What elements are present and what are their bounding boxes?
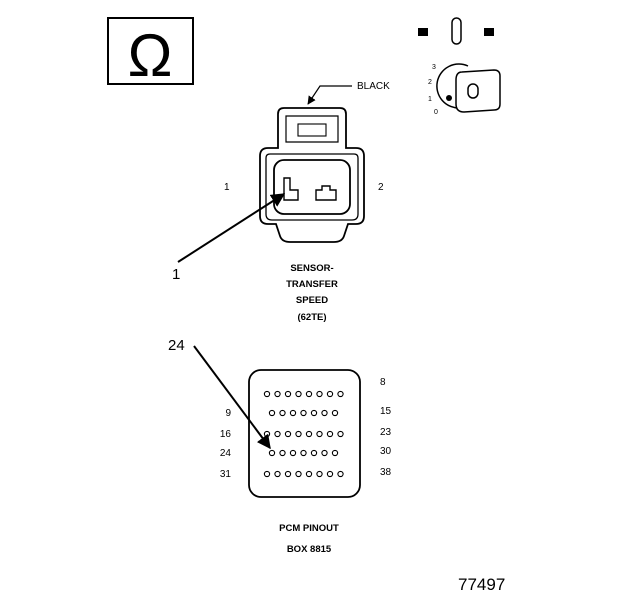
callout-24-label: 24 (168, 337, 185, 354)
pcm-pin (274, 470, 281, 478)
pcm-pin (263, 390, 271, 398)
pcm-pin (326, 430, 334, 438)
pcm-pin (305, 390, 313, 398)
pcm-pin (326, 470, 334, 478)
key-position-dot (446, 95, 452, 101)
pcm-connector-body (248, 369, 361, 498)
ignition-mark-right (484, 28, 494, 36)
pcm-caption-line-2: BOX 8815 (287, 544, 332, 555)
callout-1-arrow (177, 193, 286, 263)
pcm-caption-line-1: PCM PINOUT (279, 523, 339, 534)
sensor-caption-line-2: TRANSFER (286, 279, 338, 290)
ohm-icon: Ω (128, 22, 173, 89)
ignition-key-icon: 3 2 1 0 (418, 17, 501, 116)
pin-label-1: 1 (224, 182, 230, 193)
ignition-pos-0: 0 (434, 109, 438, 116)
pcm-pin (331, 449, 339, 457)
connector-inner-shell (265, 153, 359, 221)
pcm-pin (331, 409, 339, 417)
pcm-pin (284, 470, 292, 478)
pcm-pin (284, 390, 292, 398)
connector-latch-tab (297, 123, 327, 137)
pcm-pin (316, 390, 323, 398)
pcm-pin (300, 409, 307, 417)
connector-cavity (273, 159, 351, 215)
pcm-pin (295, 390, 302, 398)
sensor-caption-line-4: (62TE) (297, 312, 326, 323)
pcm-row-end-label: 8 (380, 377, 386, 388)
pcm-pin (316, 430, 323, 438)
ohmmeter-symbol: Ω (107, 17, 194, 89)
callout-24-arrow (193, 345, 271, 450)
pcm-pin (316, 470, 323, 478)
ignition-pos-2: 2 (428, 79, 432, 86)
pcm-pin (274, 390, 281, 398)
key-hole (467, 83, 479, 99)
pcm-pin (305, 470, 313, 478)
pcm-pin (268, 409, 276, 417)
pcm-pin (289, 409, 297, 417)
callout-1-label: 1 (172, 266, 180, 283)
figure-number: 77497 (458, 575, 505, 594)
pcm-connector: 8 9 15 16 23 24 30 31 38 24 PCM PINOUT BOX 8815 (168, 337, 392, 555)
sensor-caption-line-3: SPEED (296, 295, 328, 306)
pcm-row-end-label: 38 (380, 467, 392, 478)
pcm-pin (274, 430, 281, 438)
connector-outer-shell (259, 107, 365, 243)
pcm-row-start-label: 16 (220, 429, 232, 440)
pcm-row-end-label: 15 (380, 406, 392, 417)
pcm-pin (337, 430, 344, 438)
wire-color-label: BLACK (357, 81, 390, 92)
pcm-pin-rows: 8 9 15 16 23 24 30 31 38 (220, 377, 392, 480)
pcm-pin (295, 470, 302, 478)
pcm-pin (263, 470, 271, 478)
pcm-row-start-label: 9 (225, 408, 231, 419)
pcm-pin (310, 449, 318, 457)
pcm-pin (310, 409, 318, 417)
pcm-pin (326, 390, 334, 398)
terminal-2 (315, 185, 337, 201)
ignition-pos-1: 1 (428, 96, 432, 103)
pcm-pin (321, 449, 328, 457)
ignition-pos-3: 3 (432, 64, 436, 71)
pcm-pin (284, 430, 292, 438)
ignition-arc (436, 63, 469, 109)
pcm-pin (268, 449, 276, 457)
pcm-pin (263, 430, 271, 438)
pcm-row-end-label: 23 (380, 427, 392, 438)
sensor-caption-line-1: SENSOR- (290, 263, 333, 274)
black-wire-leader (307, 85, 352, 105)
connector-latch (285, 115, 339, 143)
sensor-connector: BLACK 1 2 1 SENSOR- TRANSFER SPEED (62TE… (172, 81, 390, 323)
pcm-pin (279, 449, 286, 457)
pcm-pin (321, 409, 328, 417)
pcm-pin (295, 430, 302, 438)
pcm-pin (305, 430, 313, 438)
ohmmeter-box (107, 17, 194, 85)
pcm-pin (279, 409, 286, 417)
pcm-row-end-label: 30 (380, 446, 392, 457)
pcm-row-start-label: 24 (220, 448, 232, 459)
ignition-slot (451, 17, 462, 45)
ignition-mark-left (418, 28, 428, 36)
pcm-pin (300, 449, 307, 457)
pcm-pin (337, 470, 344, 478)
pcm-pin (289, 449, 297, 457)
pin-label-2: 2 (378, 182, 384, 193)
pcm-row-start-label: 31 (220, 469, 232, 480)
pcm-pin (337, 390, 344, 398)
